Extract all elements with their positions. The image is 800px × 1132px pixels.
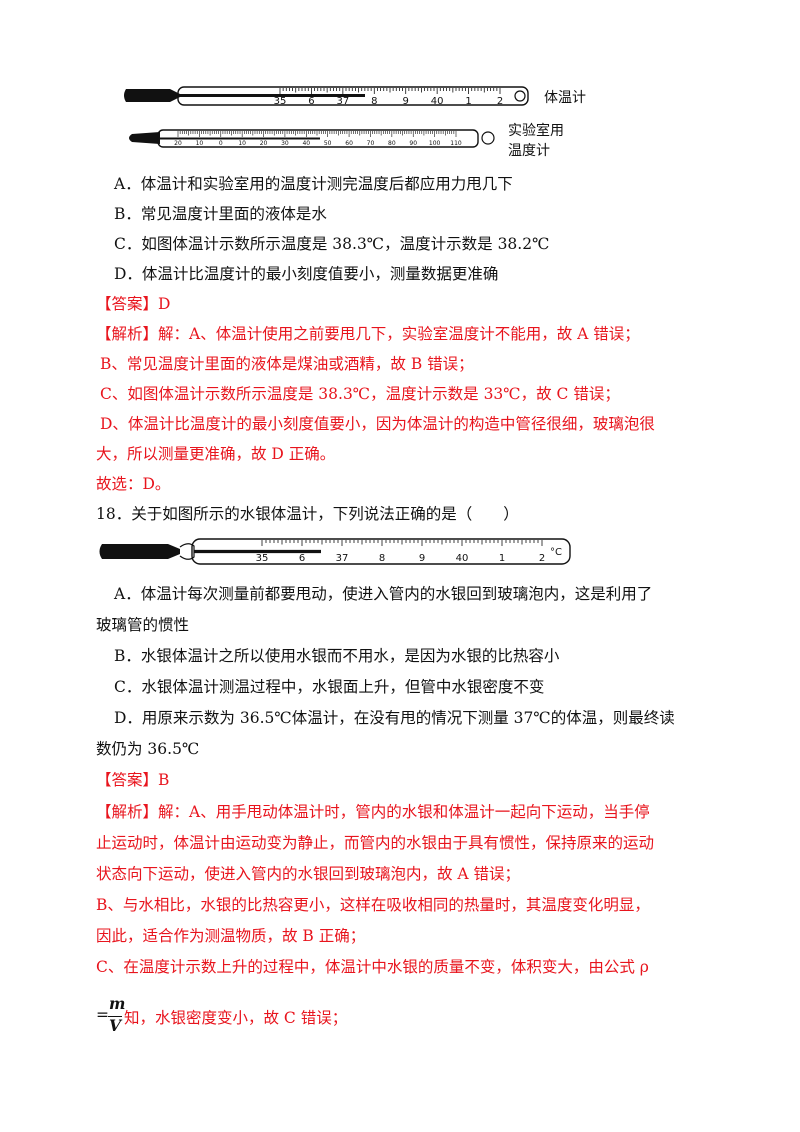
q18-analysis-5: 因此，适合作为测温物质，故 B 正确； [96,927,366,945]
tick-label: 9 [419,553,425,564]
answer-value: B [158,771,170,789]
tick-label: 0 [219,140,223,147]
mercury-tick-marks [261,540,543,546]
q17-option-a: A．体温计和实验室用的温度计测完温度后都应用力甩几下 [114,175,513,193]
tick-label: 8 [371,96,377,107]
tick-label: 70 [367,140,375,147]
q18-analysis-3: 状态向下运动，使进入管内的水银回到玻璃泡内，故 A 错误； [96,865,521,883]
clinical-thermometer-bulb [124,89,180,102]
formula-numerator: m [109,994,126,1013]
tick-label: 110 [450,140,462,147]
q17-option-c: C．如图体温计示数所示温度是 38.3℃，温度计示数是 38.2℃ [114,235,550,253]
q17-answer: 【答案】D [96,293,170,315]
tick-label: 1 [499,553,505,564]
q17-analysis-2: B、常见温度计里面的液体是煤油或酒精，故 B 错误； [100,355,474,373]
formula-equals: = [96,1006,109,1024]
density-formula: = m V 知，水银密度变小，故 C 错误； [96,994,426,1038]
q18-option-a-2: 玻璃管的惯性 [96,616,190,634]
tick-label: 2 [539,553,545,564]
answer-value: D [158,295,171,313]
q17-analysis-5: 大，所以测量更准确，故 D 正确。 [96,445,336,463]
mercury-unit-label: °C [550,547,562,558]
tick-label: 35 [274,96,287,107]
mercury-thermometer-bulb [99,544,180,559]
lab-thermometer-label-2: 温度计 [508,143,550,159]
tick-label: 6 [308,96,314,107]
tick-label: 40 [456,553,469,564]
q18-stem: 18．关于如图所示的水银体温计，下列说法正确的是（ ） [96,505,519,523]
tick-label: 100 [429,140,441,147]
formula-denominator: V [109,1016,122,1035]
q17-option-d: D．体温计比温度计的最小刻度值要小，测量数据更准确 [114,265,499,283]
q18-option-b: B．水银体温计之所以使用水银而不用水，是因为水银的比热容小 [114,647,560,665]
q17-analysis-1: 【解析】解：A、体温计使用之前要甩几下，实验室温度计不能用，故 A 错误； [96,325,640,343]
tick-label: 9 [403,96,409,107]
mercury-tick-labels: 35 6 37 8 9 40 1 2 [256,553,546,564]
lab-thermometer-tube [157,129,479,148]
tick-label: 8 [379,553,385,564]
tick-label: 20 [174,140,182,147]
tick-label: 2 [497,96,503,107]
clinical-thermometer-tube [177,86,529,106]
answer-tag: 【答案】 [96,771,159,789]
tick-label: 90 [409,140,417,147]
analysis-tag: 【解析】 [96,325,159,343]
tick-label: 37 [336,96,349,107]
tick-label: 35 [256,553,269,564]
clinical-thermometer-label: 体温计 [544,90,586,106]
lab-thermometer-label-1: 实验室用 [508,123,564,139]
lab-tick-marks [177,131,457,137]
q18-analysis-2: 止运动时，体温计由运动变为静止，而管内的水银由于具有惯性，保持原来的运动 [96,834,655,852]
lab-thermometer-bulb [129,132,160,144]
analysis-tag: 【解析】 [96,803,159,821]
q18-option-d-1: D．用原来示数为 36.5℃体温计，在没有甩的情况下测量 37℃的体温，则最终读 [114,709,675,727]
q18-analysis-1: 【解析】解：A、用手甩动体温计时，管内的水银和体温计一起向下运动，当手停 [96,803,650,821]
tick-label: 40 [431,96,444,107]
tick-label: 30 [281,140,289,147]
tick-label: 80 [388,140,396,147]
formula-tail-text: 知，水银密度变小，故 C 错误； [124,1009,348,1027]
q17-analysis-4: D、体温计比温度计的最小刻度值要小，因为体温计的构造中管径很细，玻璃泡很 [100,415,655,433]
clinical-tick-marks [279,88,501,94]
clinical-thermometer-end [514,90,526,102]
answer-tag: 【答案】 [96,295,159,313]
mercury-thermometer-figure: 35 6 37 8 9 40 1 2 °C [99,538,571,565]
q17-analysis-3: C、如图体温计示数所示温度是 38.3℃，温度计示数是 33℃，故 C 错误； [100,385,620,403]
mercury-thermometer-tube [191,538,571,565]
clinical-tick-labels: 35 6 37 8 9 40 1 2 [274,96,504,107]
q18-option-d-2: 数仍为 36.5℃ [96,740,200,758]
tick-label: 20 [260,140,268,147]
lab-thermometer-ring [481,131,495,145]
q18-option-c: C．水银体温计测温过程中，水银面上升，但管中水银密度不变 [114,678,545,696]
tick-label: 10 [238,140,246,147]
q18-option-a-1: A．体温计每次测量前都要甩动，使进入管内的水银回到玻璃泡内，这是利用了 [114,585,653,603]
q17-choice: 故选：D。 [96,475,171,493]
q18-answer: 【答案】B [96,769,169,791]
tick-label: 50 [324,140,332,147]
q18-analysis-4: B、与水相比，水银的比热容更小，这样在吸收相同的热量时，其温度变化明显， [96,896,650,914]
q18-analysis-6: C、在温度计示数上升的过程中，体温计中水银的质量不变，体积变大，由公式 ρ [96,958,649,976]
tick-label: 37 [336,553,349,564]
tick-label: 10 [196,140,204,147]
tick-label: 6 [299,553,305,564]
tick-label: 40 [302,140,310,147]
q17-option-b: B．常见温度计里面的液体是水 [114,205,327,223]
formula-fraction-bar [108,1016,122,1017]
tick-label: 1 [465,96,471,107]
tick-label: 60 [345,140,353,147]
